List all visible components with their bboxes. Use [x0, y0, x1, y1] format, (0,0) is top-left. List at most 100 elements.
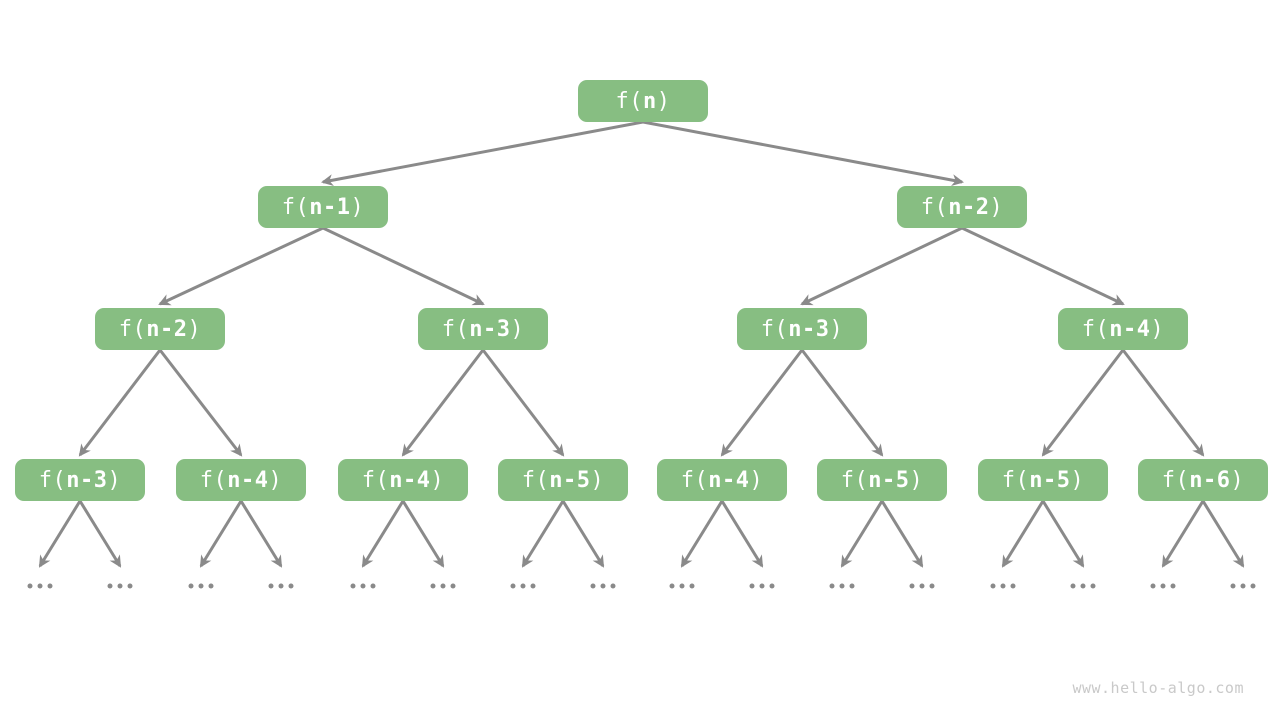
tree-edge-arrow [1201, 500, 1245, 568]
tree-node-f(n-2): f(n-2) [95, 308, 225, 350]
node-label-suffix: ) [107, 467, 122, 493]
leaf-ellipsis [829, 583, 855, 589]
ellipsis-dot [1080, 583, 1086, 589]
ellipsis-dot [440, 583, 446, 589]
node-label-prefix: f( [1161, 467, 1190, 493]
node-label-prefix: f( [680, 467, 709, 493]
ellipsis-dot [350, 583, 356, 589]
ellipsis-dot [117, 583, 123, 589]
node-label-arg: n-4 [708, 467, 750, 493]
node-label-arg: n-5 [549, 467, 591, 493]
node-label-arg: n-5 [1029, 467, 1071, 493]
ellipsis-dot [1000, 583, 1006, 589]
node-label-arg: n-4 [389, 467, 431, 493]
tree-edge-arrow [322, 226, 485, 306]
ellipsis-dot [849, 583, 855, 589]
ellipsis-dot [610, 583, 616, 589]
node-label-suffix: ) [909, 467, 924, 493]
node-label-arg: n [643, 88, 657, 114]
tree-node-f(n-2): f(n-2) [897, 186, 1027, 228]
leaf-ellipsis [1070, 583, 1096, 589]
ellipsis-dot [829, 583, 835, 589]
tree-node-f(n-1): f(n-1) [258, 186, 388, 228]
ellipsis-dot [288, 583, 294, 589]
node-label-suffix: ) [1230, 467, 1245, 493]
node-label-suffix: ) [656, 88, 671, 114]
ellipsis-dot [1090, 583, 1096, 589]
tree-edge-arrow [361, 500, 405, 568]
tree-edge-arrow [199, 500, 243, 568]
tree-edge-arrow [158, 226, 324, 306]
tree-edge-arrow [38, 500, 82, 568]
node-label-arg: n-3 [66, 467, 108, 493]
node-label-suffix: ) [749, 467, 764, 493]
ellipsis-dot [839, 583, 845, 589]
ellipsis-dot [679, 583, 685, 589]
node-label-arg: n-6 [1189, 467, 1231, 493]
ellipsis-dot [127, 583, 133, 589]
node-label-arg: n-1 [309, 194, 351, 220]
leaf-ellipsis [990, 583, 1016, 589]
tree-node-f(n-4): f(n-4) [657, 459, 787, 501]
tree-edge-arrow [880, 500, 924, 568]
tree-edge-arrow [800, 349, 884, 457]
tree-edge-arrow [720, 500, 764, 568]
node-label-suffix: ) [268, 467, 283, 493]
ellipsis-dot [1230, 583, 1236, 589]
tree-edge-arrow [800, 226, 963, 306]
node-label-arg: n-3 [469, 316, 511, 342]
node-label-suffix: ) [430, 467, 445, 493]
node-label-arg: n-2 [948, 194, 990, 220]
tree-edge-arrow [1041, 500, 1085, 568]
leaf-ellipsis [188, 583, 214, 589]
node-label-prefix: f( [615, 88, 643, 114]
ellipsis-dot [510, 583, 516, 589]
ellipsis-dot [188, 583, 194, 589]
node-label-prefix: f( [1081, 316, 1110, 342]
tree-edge-arrow [321, 120, 644, 187]
tree-node-f(n-4): f(n-4) [338, 459, 468, 501]
tree-edge-arrow [401, 500, 445, 568]
tree-node-f(n-4): f(n-4) [1058, 308, 1188, 350]
tree-edge-arrow [680, 500, 724, 568]
leaf-ellipsis [430, 583, 456, 589]
tree-node-f(n): f(n) [578, 80, 708, 122]
node-label-prefix: f( [281, 194, 310, 220]
tree-edge-arrow [1001, 500, 1045, 568]
ellipsis-dot [47, 583, 53, 589]
leaf-ellipsis [107, 583, 133, 589]
tree-edge-arrow [1041, 349, 1125, 457]
ellipsis-dot [107, 583, 113, 589]
ellipsis-dot [1150, 583, 1156, 589]
leaf-ellipsis [669, 583, 695, 589]
tree-edge-arrow [561, 500, 605, 568]
node-label-suffix: ) [510, 316, 525, 342]
leaf-ellipsis [510, 583, 536, 589]
tree-node-f(n-5): f(n-5) [978, 459, 1108, 501]
tree-edge-arrow [239, 500, 283, 568]
ellipsis-dot [749, 583, 755, 589]
node-label-prefix: f( [920, 194, 949, 220]
tree-edge-arrow [401, 349, 485, 457]
tree-node-f(n-3): f(n-3) [15, 459, 145, 501]
node-label-prefix: f( [441, 316, 470, 342]
node-label-arg: n-5 [868, 467, 910, 493]
tree-node-f(n-5): f(n-5) [817, 459, 947, 501]
tree-edge-arrow [1161, 500, 1205, 568]
ellipsis-dot [1250, 583, 1256, 589]
node-label-prefix: f( [38, 467, 67, 493]
ellipsis-dot [909, 583, 915, 589]
tree-edge-arrow [1121, 349, 1205, 457]
tree-edge-arrow [78, 500, 122, 568]
tree-edge-arrow [78, 349, 162, 457]
tree-node-f(n-6): f(n-6) [1138, 459, 1268, 501]
ellipsis-dot [1010, 583, 1016, 589]
watermark-text: www.hello-algo.com [1072, 679, 1244, 697]
ellipsis-dot [208, 583, 214, 589]
ellipsis-dot [1070, 583, 1076, 589]
ellipsis-dot [919, 583, 925, 589]
node-label-suffix: ) [187, 316, 202, 342]
node-label-arg: n-2 [146, 316, 188, 342]
node-label-suffix: ) [1070, 467, 1085, 493]
tree-node-f(n-3): f(n-3) [418, 308, 548, 350]
